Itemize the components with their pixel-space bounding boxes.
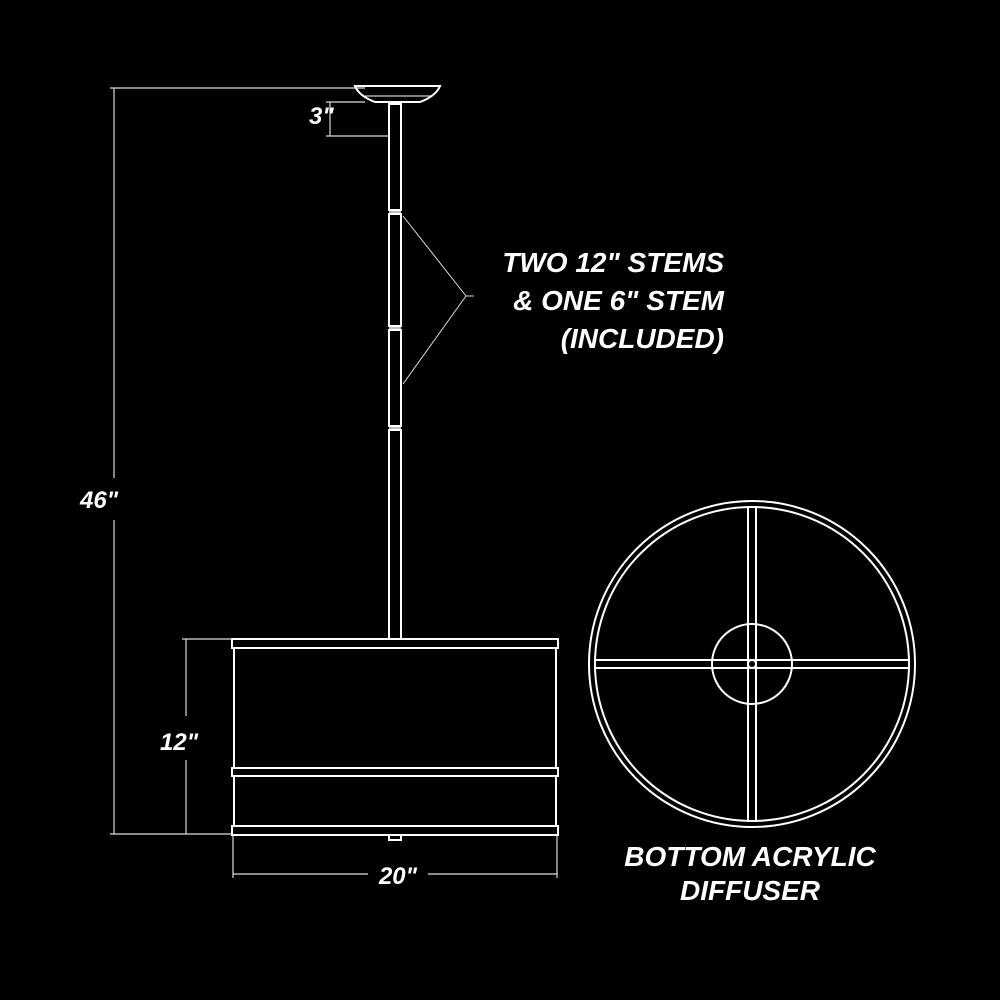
shade-height-dimension — [182, 638, 232, 834]
diffuser-outer-ring — [588, 500, 916, 828]
diffuser-center-hub — [711, 623, 793, 705]
bottom-diffuser-view — [588, 500, 916, 828]
shade-width-label: 20" — [378, 863, 418, 890]
finial — [388, 834, 402, 841]
canopy-height-label: 3" — [309, 103, 334, 130]
stem-note-leaders — [402, 215, 474, 385]
diffuser-label-line2: DIFFUSER — [680, 875, 821, 906]
stem-note-line2: & ONE 6" STEM — [513, 285, 725, 316]
overall-height-dimension — [110, 87, 365, 835]
drum-shade — [231, 638, 559, 841]
diffuser-label-line1: BOTTOM ACRYLIC — [624, 841, 876, 872]
stem-note-line3: (INCLUDED) — [561, 323, 724, 354]
stem-note-line1: TWO 12" STEMS — [502, 247, 724, 278]
stem-segment-bottom — [388, 429, 402, 641]
stem-segment-12in-b — [388, 329, 402, 427]
stem-assembly — [388, 103, 402, 641]
shade-middle-band — [231, 767, 559, 777]
shade-top-band — [231, 638, 559, 649]
stem-segment-6in — [388, 103, 402, 211]
diffuser-inner-ring — [594, 506, 910, 822]
overall-height-label: 46" — [79, 487, 119, 514]
stem-segment-12in-a — [388, 213, 402, 327]
shade-width-dimension — [232, 836, 558, 878]
shade-bottom-band — [231, 825, 559, 836]
canopy-height-dimension — [326, 101, 388, 137]
shade-lower-body — [233, 775, 557, 827]
diffuser-center-point — [747, 659, 757, 669]
shade-body — [233, 647, 557, 769]
ceiling-canopy — [353, 85, 442, 103]
shade-height-label: 12" — [160, 729, 199, 756]
